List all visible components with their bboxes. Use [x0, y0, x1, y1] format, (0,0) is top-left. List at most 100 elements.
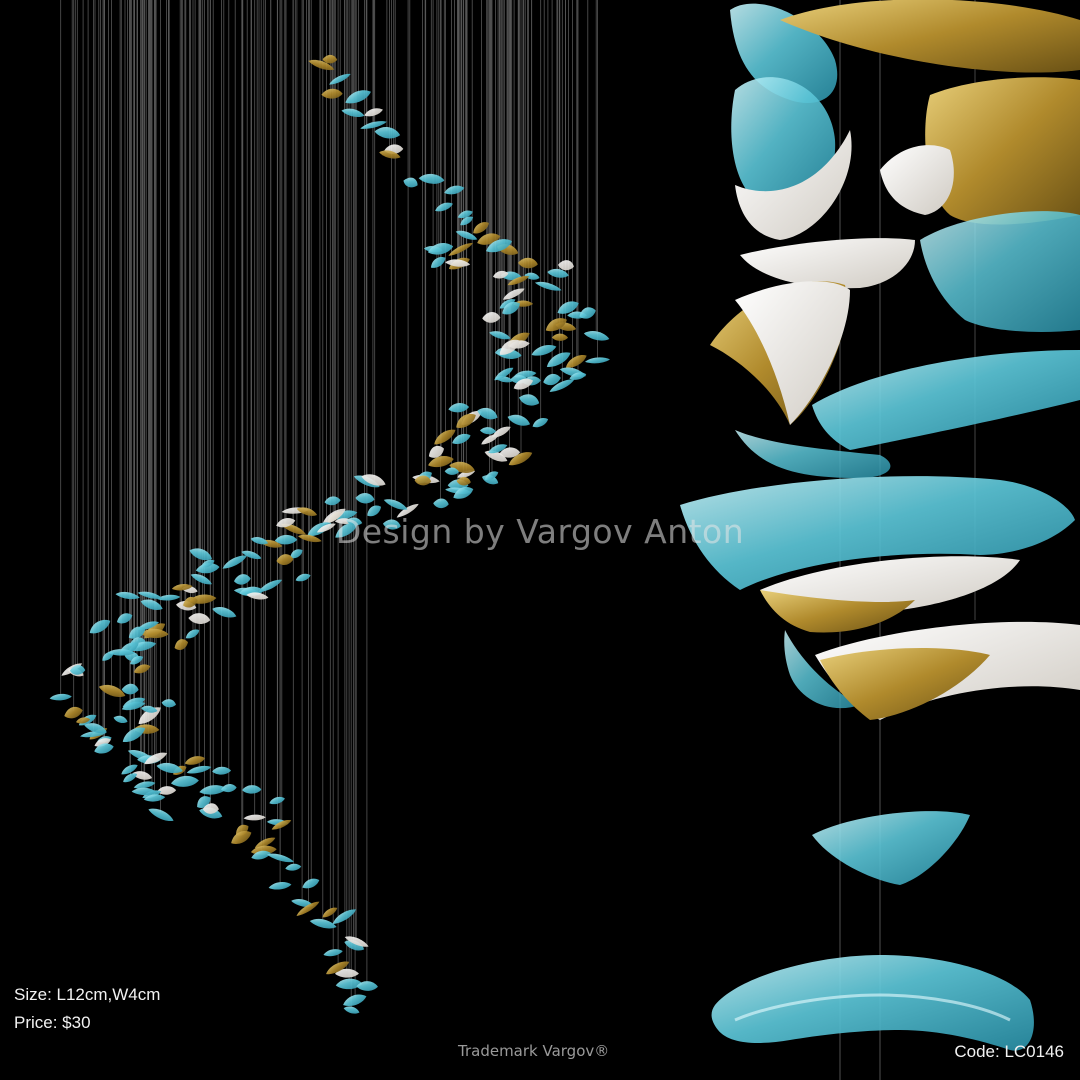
petal — [246, 592, 269, 600]
petal — [322, 54, 338, 64]
petal — [383, 499, 408, 510]
petal — [188, 613, 211, 624]
petal — [64, 706, 83, 719]
petal — [309, 918, 337, 929]
petal — [456, 476, 471, 486]
petal — [296, 507, 318, 516]
petal — [507, 276, 530, 286]
petal — [343, 1006, 360, 1014]
petal — [355, 493, 375, 504]
spiral-petal-cluster — [49, 54, 610, 1014]
petal — [502, 288, 525, 300]
petal — [379, 150, 401, 159]
petal — [453, 487, 474, 499]
petal — [121, 683, 139, 695]
petal — [157, 594, 181, 601]
petal — [251, 850, 271, 860]
petal — [482, 312, 501, 323]
petal — [485, 239, 513, 253]
petal — [499, 447, 521, 458]
trademark-label: Trademark Vargov® — [458, 1042, 610, 1060]
petal — [361, 474, 386, 486]
petal — [452, 433, 471, 445]
petal — [157, 786, 177, 795]
petal — [473, 222, 489, 234]
petal — [113, 715, 128, 724]
petal — [326, 961, 350, 975]
petal — [76, 717, 91, 724]
petal — [258, 579, 283, 593]
petal — [531, 345, 557, 356]
petal — [343, 994, 367, 1007]
petal — [427, 243, 454, 255]
petal — [121, 764, 138, 775]
petal — [98, 684, 126, 697]
petal — [271, 820, 292, 830]
petal — [199, 785, 227, 795]
petal — [534, 281, 562, 291]
petal — [428, 456, 454, 468]
petal — [569, 372, 587, 380]
petal — [584, 357, 610, 364]
petal — [171, 584, 193, 591]
petal — [140, 628, 169, 639]
product-code: Code: LC0146 — [954, 1042, 1064, 1061]
petal — [202, 803, 219, 814]
petal — [183, 596, 198, 608]
petal — [323, 949, 343, 957]
petal — [186, 765, 212, 774]
petal — [367, 505, 382, 517]
petal — [518, 257, 538, 269]
petal — [302, 878, 320, 889]
petal — [549, 379, 575, 392]
petal — [335, 522, 358, 538]
petal — [457, 210, 473, 219]
petal — [456, 413, 476, 428]
petal — [492, 270, 509, 279]
petal — [433, 498, 449, 509]
petal — [418, 173, 445, 184]
petal — [414, 475, 432, 486]
petal — [140, 599, 163, 611]
petal — [435, 202, 453, 212]
petal — [403, 177, 418, 188]
petal — [507, 414, 531, 426]
petal — [329, 73, 351, 85]
petal — [137, 591, 163, 599]
petal — [144, 752, 168, 765]
petal — [84, 723, 107, 734]
petal — [579, 307, 596, 319]
petal — [448, 242, 474, 256]
petal — [479, 427, 497, 435]
petal — [499, 299, 516, 309]
petal — [170, 775, 199, 787]
petal — [141, 705, 158, 713]
product-price: Price: $30 — [14, 1013, 91, 1032]
petal — [184, 756, 206, 765]
petal — [513, 378, 534, 390]
petal — [295, 573, 311, 582]
petal — [276, 554, 294, 566]
petal — [428, 445, 445, 458]
petal — [334, 968, 359, 978]
petal — [519, 394, 540, 406]
petal — [233, 574, 251, 585]
petal — [285, 863, 302, 871]
petal — [322, 907, 338, 918]
petal — [190, 574, 212, 585]
petal — [545, 318, 567, 332]
petal — [122, 697, 146, 708]
petal — [276, 518, 296, 528]
petal — [445, 259, 471, 267]
petal — [524, 272, 540, 280]
petal — [583, 331, 610, 341]
closeup-glass-elements — [680, 0, 1080, 1080]
petal — [266, 853, 294, 863]
petal — [344, 936, 369, 947]
petal — [374, 127, 401, 139]
petal — [316, 523, 336, 533]
petal — [484, 471, 499, 480]
petal — [132, 771, 153, 780]
petal — [250, 537, 269, 545]
petal — [297, 534, 322, 543]
